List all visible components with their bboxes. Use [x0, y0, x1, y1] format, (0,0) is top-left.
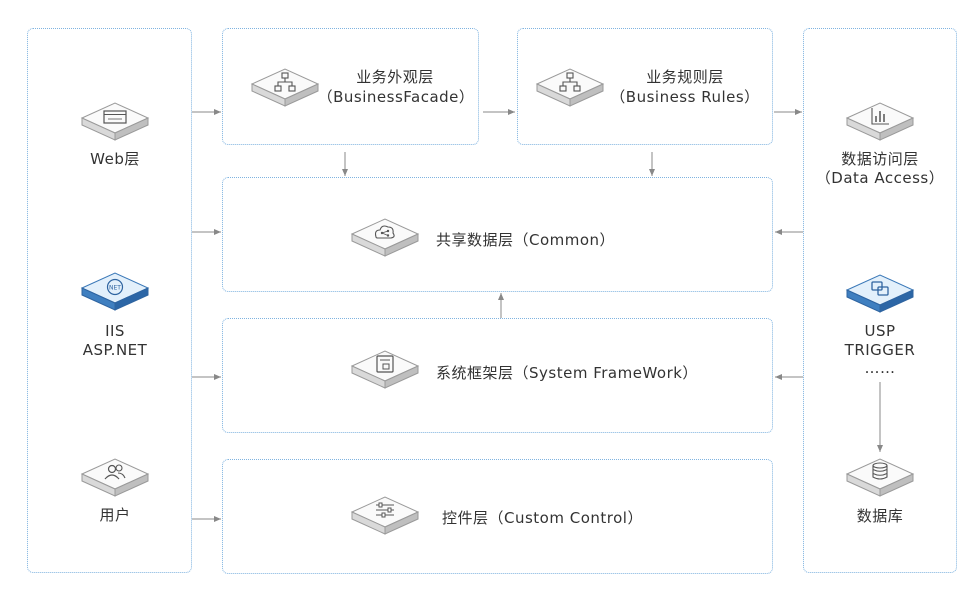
browser-window-icon	[80, 102, 150, 141]
facade-subtitle: （BusinessFacade）	[317, 88, 475, 106]
sliders-icon	[350, 496, 420, 535]
usp-label: USP	[864, 322, 896, 340]
user-label: 用户	[99, 506, 131, 524]
control-layer-box	[222, 459, 773, 574]
net-globe-icon: NET	[80, 272, 150, 311]
business-facade-box	[222, 28, 479, 145]
users-icon	[80, 458, 150, 497]
control-label: 控件层（Custom Control）	[442, 509, 643, 527]
hierarchy-icon	[250, 68, 320, 107]
document-icon	[350, 350, 420, 389]
rules-title: 业务规则层	[646, 68, 724, 86]
database-icon	[845, 458, 915, 497]
framework-label: 系统框架层（System FrameWork）	[436, 364, 698, 382]
hierarchy-icon	[535, 68, 605, 107]
trigger-label: TRIGGER	[844, 341, 916, 359]
web-layer-label: Web层	[90, 150, 140, 168]
database-label: 数据库	[856, 507, 904, 525]
bar-chart-icon	[845, 102, 915, 141]
rules-subtitle: （Business Rules）	[610, 88, 760, 106]
business-rules-box	[517, 28, 773, 145]
common-label: 共享数据层（Common）	[436, 231, 616, 249]
iis-label: IIS	[105, 322, 125, 340]
data-access-subtitle: （Data Access）	[815, 169, 945, 187]
data-access-title: 数据访问层	[841, 150, 919, 168]
cloud-share-icon	[350, 218, 420, 257]
ellipsis-label: ……	[864, 359, 896, 377]
framework-layer-box	[222, 318, 773, 433]
aspnet-label: ASP.NET	[82, 341, 148, 359]
left-column-box	[27, 28, 192, 573]
common-layer-box	[222, 177, 773, 292]
link-icon	[845, 274, 915, 313]
facade-title: 业务外观层	[356, 68, 434, 86]
right-column-box	[803, 28, 957, 573]
svg-text:NET: NET	[109, 285, 121, 292]
